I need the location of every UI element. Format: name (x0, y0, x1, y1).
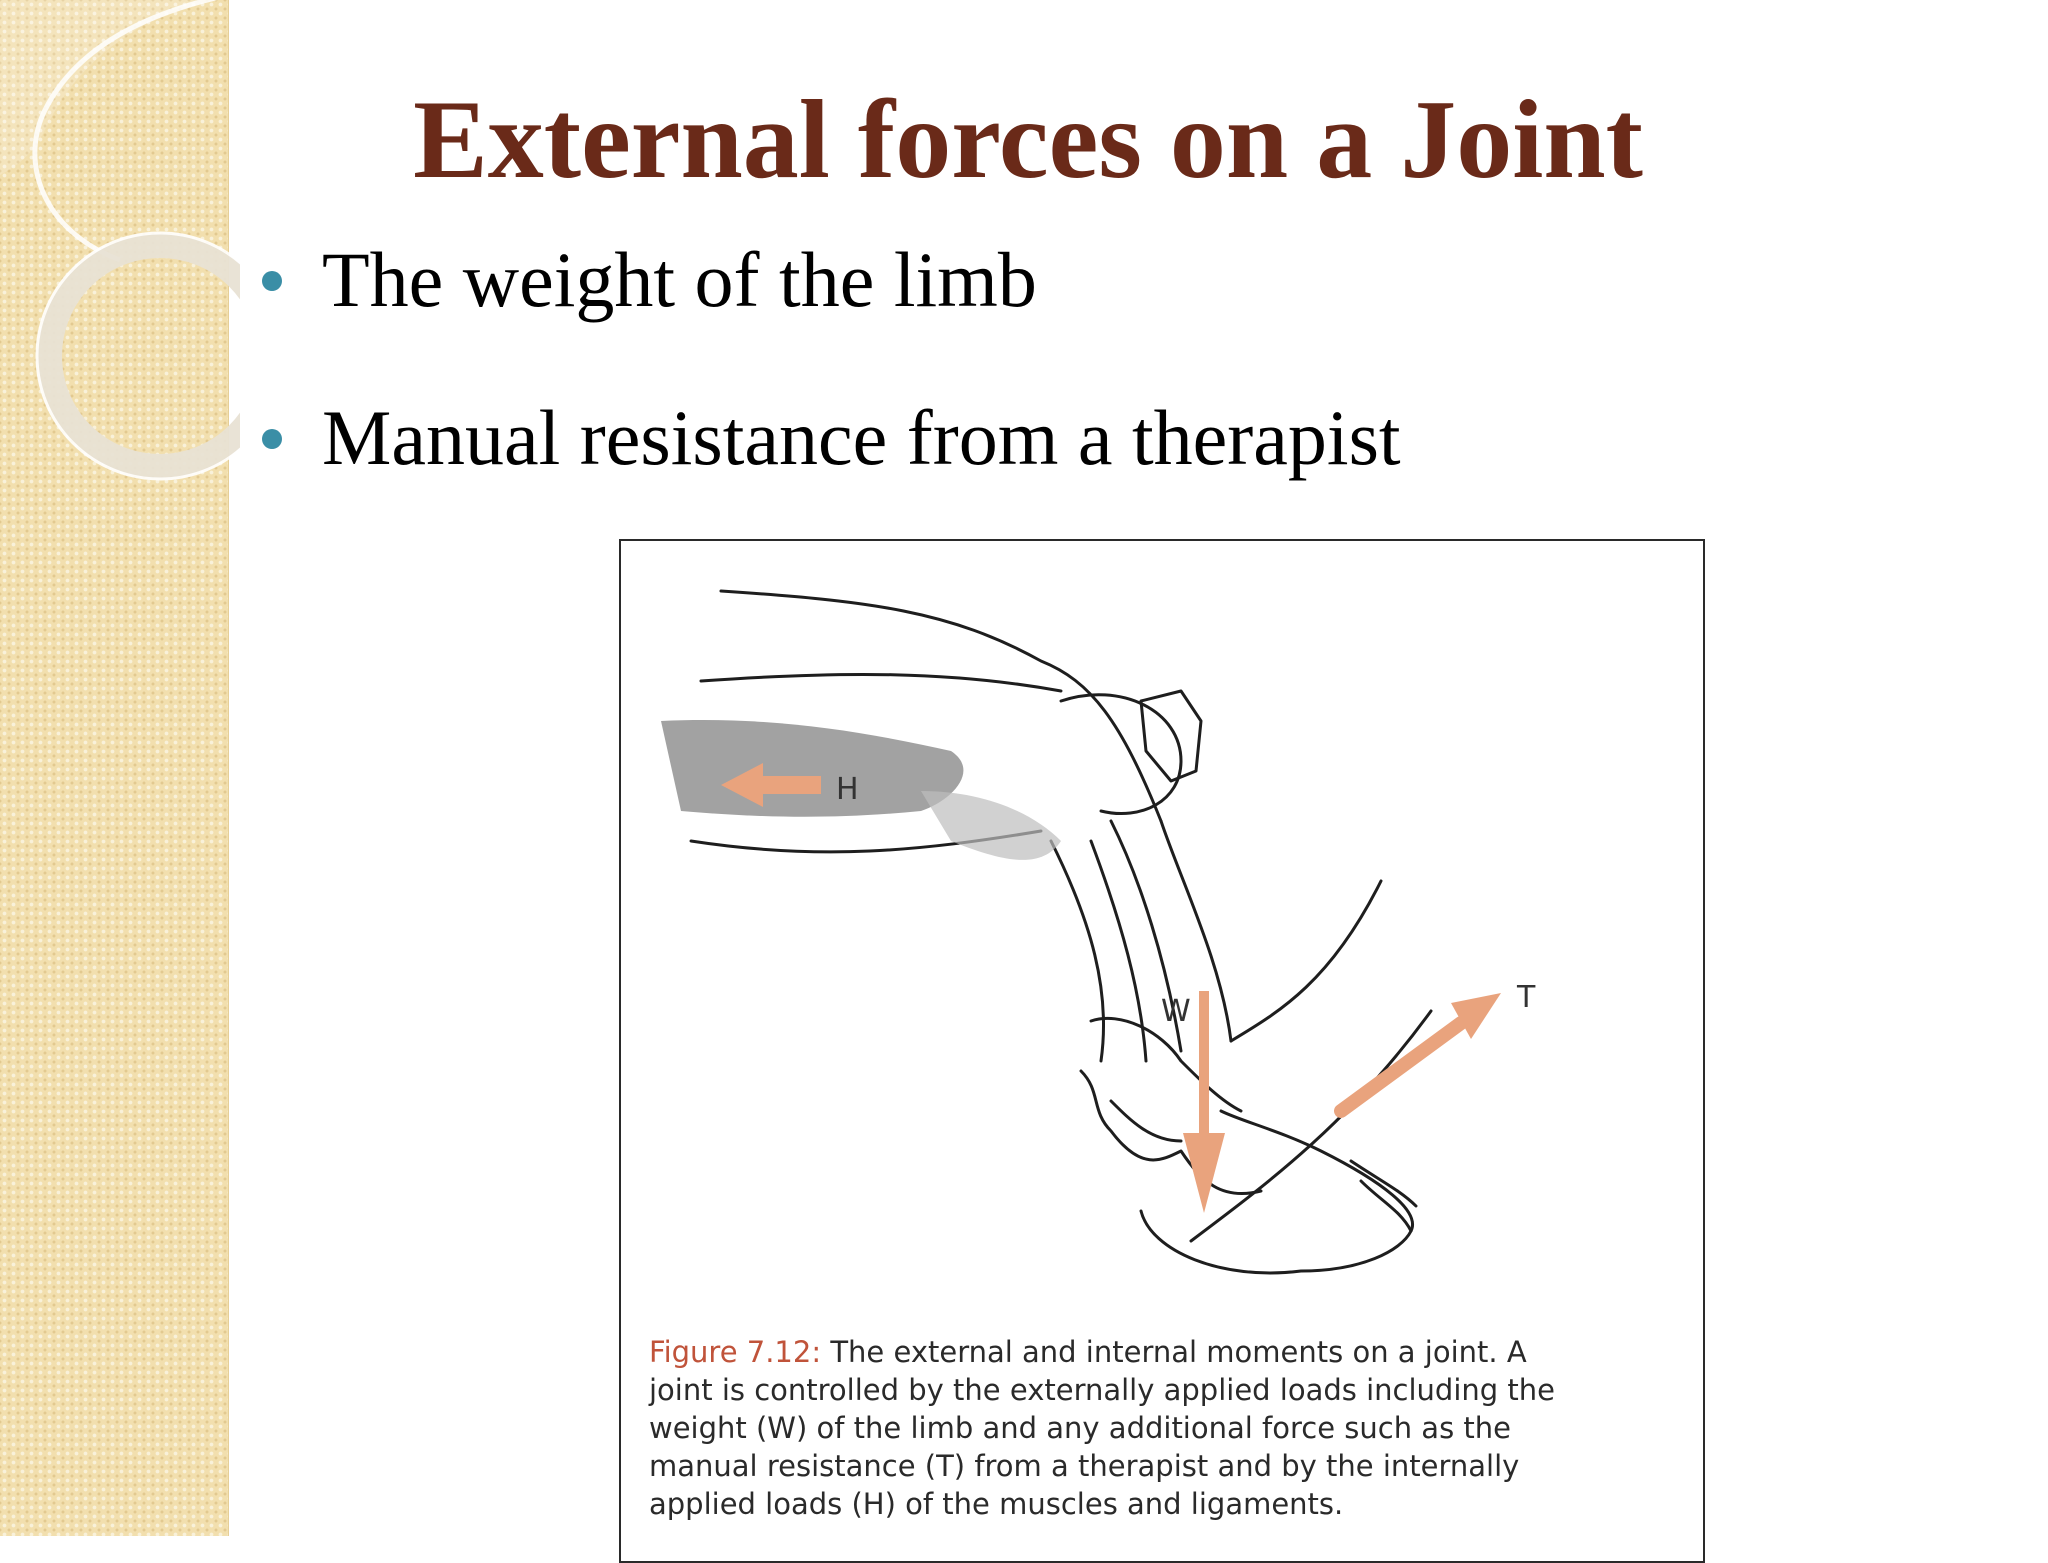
hamstring-muscle-fibres (661, 720, 964, 817)
label-w: W (1161, 994, 1191, 1029)
foot-outline (1139, 1109, 1414, 1275)
tendon-shading (921, 791, 1061, 860)
therapist-arm-upper (1229, 879, 1383, 1043)
toe-line (1349, 1159, 1418, 1208)
figure-leg-diagram: H W T Figure 7.12: The external and inte… (619, 539, 1705, 1563)
patella-icon (1139, 689, 1203, 783)
decorative-rings (0, 0, 240, 481)
shin-front (1159, 819, 1233, 1043)
label-h: H (836, 772, 859, 807)
tibia-line (1089, 839, 1148, 1063)
therapist-arm-lower (1189, 1009, 1433, 1243)
figure-caption: Figure 7.12: The external and internal m… (649, 1333, 1679, 1523)
bullet-item-weight-of-limb: The weight of the limb (262, 230, 1401, 330)
figure-caption-label: Figure 7.12: (649, 1335, 822, 1369)
bullet-text: Manual resistance from a therapist (322, 394, 1401, 481)
hand-top (1089, 1016, 1243, 1113)
arrow-h-icon (721, 763, 821, 807)
bullet-item-manual-resistance: Manual resistance from a therapist (262, 388, 1401, 488)
fibula-line (1109, 819, 1183, 1053)
bullet-text: The weight of the limb (322, 236, 1037, 323)
leg-illustration: H W T (661, 589, 1536, 1275)
hand-crease (1109, 1099, 1183, 1143)
thigh-outline-top (719, 589, 1163, 823)
slide-title: External forces on a Joint (413, 78, 1643, 202)
arrow-w-icon (1183, 991, 1225, 1213)
calf-back (1049, 839, 1106, 1063)
thigh-outline-upper (699, 672, 1063, 693)
figure-caption-text: The external and internal moments on a j… (649, 1335, 1555, 1521)
bullet-dot-icon (262, 271, 282, 291)
bullet-list: The weight of the limb Manual resistance… (262, 230, 1401, 488)
femur-condyle (1059, 693, 1183, 816)
bullet-dot-icon (262, 429, 282, 449)
label-t: T (1516, 980, 1536, 1015)
arrow-t-icon (1334, 993, 1501, 1118)
toe-line (1359, 1179, 1413, 1233)
hand-fingers (1079, 1069, 1263, 1196)
